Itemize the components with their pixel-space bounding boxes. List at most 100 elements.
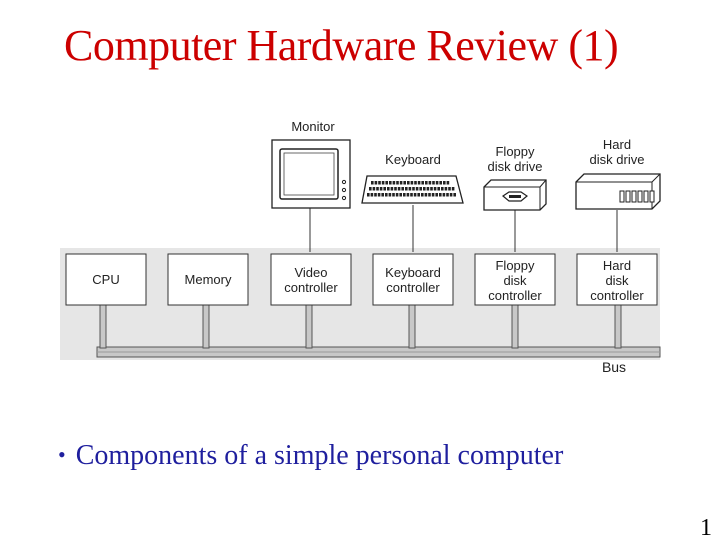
key-cap (377, 193, 381, 197)
keyboard-controller-box: Keyboard controller (372, 253, 454, 306)
key-cap (388, 193, 392, 197)
floppy-controller-box: Floppy disk controller (474, 253, 556, 306)
key-cap (381, 181, 385, 185)
keyboard-controller-label-1: Keyboard (385, 265, 441, 280)
floppy-controller-label-2: disk (503, 273, 527, 288)
key-cap (441, 187, 444, 191)
memory-label: Memory (185, 272, 232, 287)
device-links (309, 205, 618, 252)
bus-label: Bus (602, 359, 626, 375)
key-cap (417, 193, 420, 197)
bullet-dot: • (58, 442, 66, 467)
key-cap (435, 181, 439, 185)
key-cap (385, 181, 388, 185)
key-cap (395, 193, 399, 197)
key-cap (425, 181, 428, 185)
key-cap (448, 187, 451, 191)
key-cap (413, 193, 417, 197)
key-cap (372, 187, 376, 191)
key-cap (442, 193, 446, 197)
hard-disk-controller-box: Hard disk controller (576, 253, 658, 306)
key-cap (403, 193, 406, 197)
key-cap (432, 181, 435, 185)
key-cap (428, 181, 432, 185)
bullet-text: Components of a simple personal computer (75, 440, 564, 471)
key-cap (444, 187, 448, 191)
key-cap (414, 181, 417, 185)
key-cap (417, 181, 421, 185)
key-cap (433, 187, 437, 191)
key-cap (383, 187, 386, 191)
bus-connector (614, 304, 622, 349)
keyboard-controller-label-2: controller (386, 280, 440, 295)
key-cap (410, 181, 414, 185)
page-number: 1 (700, 515, 712, 541)
bus-connector (511, 304, 519, 349)
key-cap (421, 193, 424, 197)
floppy-label-1: Floppy (495, 144, 535, 159)
monitor-icon (271, 139, 351, 209)
key-cap (419, 187, 422, 191)
hard-disk-drive-icon (575, 173, 661, 210)
key-cap (389, 181, 392, 185)
key-cap (390, 187, 394, 191)
key-cap (435, 193, 438, 197)
key-cap (407, 181, 410, 185)
key-cap (421, 181, 424, 185)
video-controller-label-1: Video (294, 265, 327, 280)
key-cap (401, 187, 404, 191)
hard-disk-label-2: disk drive (590, 152, 645, 167)
key-cap (385, 193, 388, 197)
key-cap (423, 187, 426, 191)
hard-disk-controller-label-1: Hard (603, 258, 631, 273)
bus-connectors (99, 304, 622, 349)
system-bus (96, 346, 661, 358)
key-cap (406, 193, 410, 197)
disk-slot (631, 190, 637, 203)
key-cap (443, 181, 446, 185)
key-cap (399, 193, 402, 197)
key-cap (396, 181, 399, 185)
hard-disk-controller-label-2: disk (605, 273, 629, 288)
key-cap (439, 181, 442, 185)
key-cap (369, 187, 372, 191)
disk-slot (643, 190, 649, 203)
key-cap (374, 181, 378, 185)
key-cap (446, 181, 450, 185)
key-cap (428, 193, 431, 197)
bus-connector (202, 304, 210, 349)
bullet-point: • Components of a simple personal compute… (58, 440, 563, 472)
key-cap (399, 181, 403, 185)
monitor-label: Monitor (291, 119, 335, 134)
key-cap (387, 187, 390, 191)
floppy-controller-label-1: Floppy (495, 258, 535, 273)
disk-slot (649, 190, 655, 203)
floppy-controller-label-3: controller (488, 288, 542, 303)
video-controller-box: Video controller (270, 253, 352, 306)
bus-connector (99, 304, 107, 349)
cpu-box: CPU (65, 253, 147, 306)
key-cap (410, 193, 413, 197)
key-cap (439, 193, 442, 197)
key-cap (431, 193, 435, 197)
disk-slot (625, 190, 631, 203)
bus-connector (305, 304, 313, 349)
keyboard-icon (361, 175, 464, 204)
key-cap (367, 193, 370, 197)
key-cap (430, 187, 433, 191)
floppy-label-2: disk drive (488, 159, 543, 174)
key-cap (397, 187, 401, 191)
diagram-background (60, 248, 660, 360)
key-cap (451, 187, 455, 191)
disk-slot (637, 190, 643, 203)
key-cap (392, 181, 396, 185)
keyboard-label: Keyboard (385, 152, 441, 167)
key-cap (415, 187, 419, 191)
key-cap (379, 187, 383, 191)
key-cap (424, 193, 428, 197)
hard-disk-label-1: Hard (603, 137, 631, 152)
key-cap (446, 193, 449, 197)
key-cap (412, 187, 415, 191)
hard-disk-controller-label-3: controller (590, 288, 644, 303)
